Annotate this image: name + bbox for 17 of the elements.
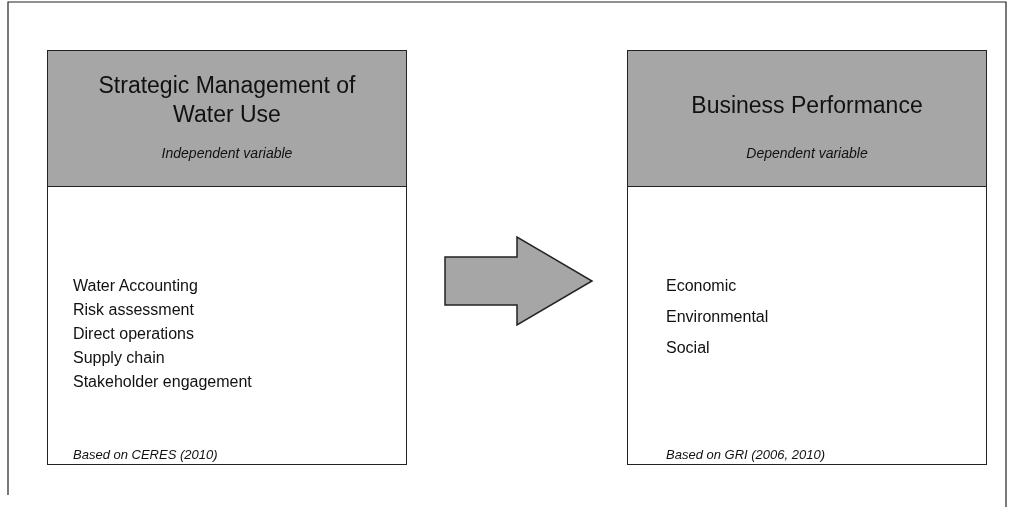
variable-card: [627, 50, 987, 465]
variable-card: [47, 50, 407, 465]
list-item: Direct operations: [73, 325, 194, 343]
card-heading: Business Performance: [690, 91, 924, 120]
list-item: Water Accounting: [73, 277, 198, 295]
source-note: Based on GRI (2006, 2010): [666, 447, 825, 462]
variable-type: Independent variable: [160, 145, 294, 161]
list-item: Risk assessment: [73, 301, 194, 319]
block-arrow: [444, 235, 594, 327]
list-item: Stakeholder engagement: [73, 373, 252, 391]
source-note: Based on CERES (2010): [73, 447, 218, 462]
list-item: Social: [666, 339, 710, 357]
list-item: Economic: [666, 277, 737, 295]
card-heading: Strategic Management of Water Use: [97, 71, 357, 129]
list-item: Environmental: [666, 308, 769, 326]
variable-type: Dependent variable: [745, 145, 869, 161]
list-item: Supply chain: [73, 349, 165, 367]
